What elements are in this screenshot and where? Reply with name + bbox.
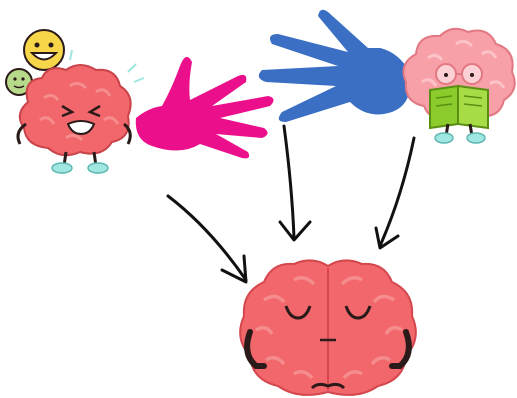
arrow-middle-icon (280, 126, 310, 240)
arrow-right-icon (376, 138, 414, 248)
calm-brain-icon (234, 254, 424, 398)
